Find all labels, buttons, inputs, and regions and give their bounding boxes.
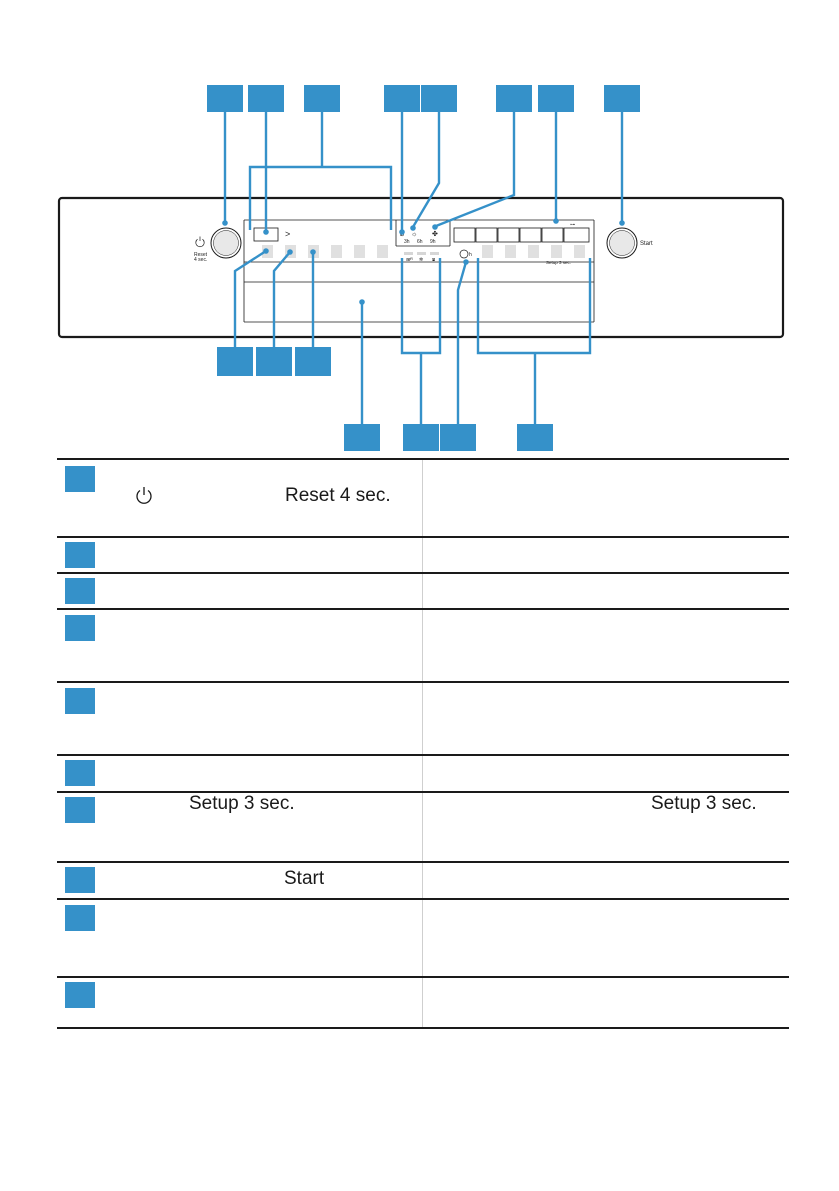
svg-text:9h: 9h	[430, 239, 436, 245]
callout-box	[604, 85, 640, 112]
legend-badge	[65, 905, 95, 931]
control-panel-diagram: > ⌀ ☼ ✤ 3h 6h 9h ᴂᴿ ✲ ⧈ ⊶ h	[57, 85, 785, 451]
legend-row	[57, 900, 789, 978]
callout-box	[496, 85, 532, 112]
power-icon	[195, 236, 205, 248]
svg-text:Reset: Reset	[194, 252, 208, 258]
svg-text:3h: 3h	[404, 239, 410, 245]
legend-row	[57, 610, 789, 683]
legend-left-text: Setup 3 sec.	[189, 793, 295, 814]
legend-row: Setup 3 sec. Setup 3 sec.	[57, 793, 789, 863]
top-callouts	[207, 85, 640, 112]
sun-icon: ☼	[411, 231, 417, 238]
legend-badge	[65, 760, 95, 786]
callout-box	[421, 85, 457, 112]
bottom-callouts	[217, 347, 553, 451]
setup-label: Setup 3 sec.	[546, 260, 571, 265]
legend-row	[57, 538, 789, 574]
key-icon: ⊶	[570, 222, 575, 228]
legend-badge	[65, 867, 95, 893]
legend-row	[57, 756, 789, 793]
legend-badge	[65, 615, 95, 641]
legend-table: Reset 4 sec. Setup 3 sec. Setup 3 sec. S…	[57, 458, 789, 1029]
callout-box	[207, 85, 243, 112]
callout-box	[384, 85, 420, 112]
legend-row: Reset 4 sec.	[57, 458, 789, 538]
option-buttons[interactable]	[453, 227, 590, 243]
callout-box	[344, 424, 380, 451]
svg-text:Start: Start	[640, 241, 653, 247]
callout-box	[517, 424, 553, 451]
control-area	[243, 219, 595, 323]
svg-text:6h: 6h	[417, 239, 423, 245]
svg-text:✲: ✲	[419, 257, 423, 263]
callout-box	[304, 85, 340, 112]
legend-row	[57, 683, 789, 756]
legend-badge	[65, 797, 95, 823]
arrow-icon: >	[285, 229, 290, 239]
clock-icon	[459, 249, 469, 259]
legend-row	[57, 978, 789, 1029]
option-indicators	[482, 245, 585, 258]
status-icons: ⌀ ☼ ✤ 3h 6h 9h ᴂᴿ ✲ ⧈	[400, 230, 439, 263]
legend-row: Start	[57, 863, 789, 900]
panel-outline	[57, 196, 785, 339]
svg-text:⧈: ⧈	[432, 257, 435, 263]
legend-badge	[65, 466, 95, 492]
legend-badge	[65, 578, 95, 604]
legend-badge	[65, 542, 95, 568]
fan-icon: ✤	[432, 230, 438, 238]
legend-left-text: Reset 4 sec.	[285, 485, 391, 506]
legend-badge	[65, 982, 95, 1008]
rinse-aid-icon: ᴂᴿ	[406, 257, 413, 263]
svg-text:h: h	[469, 252, 472, 258]
legend-right-text: Setup 3 sec.	[651, 793, 757, 814]
program-indicators	[262, 245, 388, 258]
callout-box	[295, 347, 331, 376]
legend-row	[57, 574, 789, 610]
legend-badge	[65, 688, 95, 714]
power-icon	[136, 487, 152, 504]
callout-box	[403, 424, 439, 451]
callout-box	[217, 347, 253, 376]
leader-lines-bottom	[233, 248, 592, 424]
svg-text:4 sec.: 4 sec.	[194, 257, 207, 263]
callout-box	[440, 424, 476, 451]
leader-lines	[222, 112, 625, 235]
callout-box	[538, 85, 574, 112]
callout-box	[248, 85, 284, 112]
callout-box	[256, 347, 292, 376]
legend-left-text: Start	[284, 868, 325, 889]
